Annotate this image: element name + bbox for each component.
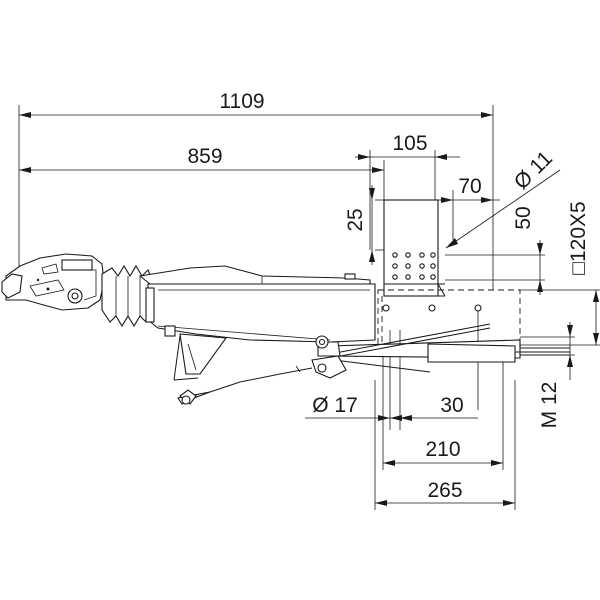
label-dim-25: 25 xyxy=(344,208,367,231)
label-hole-offset: 70 xyxy=(458,175,481,198)
extension-lines xyxy=(18,105,600,510)
brake-linkage xyxy=(311,323,570,379)
label-hole-diameter: Ø 11 xyxy=(510,147,557,194)
breakaway-cable xyxy=(177,365,313,405)
leader-hole-diameter xyxy=(445,169,561,249)
label-dim-265: 265 xyxy=(427,479,462,502)
dimension-lines xyxy=(19,112,599,506)
flange-holes xyxy=(392,252,436,280)
label-flange-width: 105 xyxy=(392,132,427,155)
label-dim-50: 50 xyxy=(512,206,535,229)
label-dim-30: 30 xyxy=(440,394,463,417)
label-pivot-diameter: Ø 17 xyxy=(312,394,358,417)
label-profile-size: □120X5 xyxy=(567,201,590,274)
mounting-flange xyxy=(383,199,446,297)
top-cover xyxy=(138,265,371,285)
label-thread: M 12 xyxy=(538,382,561,429)
support-stand xyxy=(173,333,228,381)
drawbar-housing xyxy=(145,283,376,343)
label-length-to-flange: 859 xyxy=(187,145,222,168)
label-dim-210: 210 xyxy=(425,438,460,461)
label-overall-length: 1109 xyxy=(219,90,264,113)
chassis-dashed-outline xyxy=(377,289,521,346)
coupling-head xyxy=(1,253,105,311)
